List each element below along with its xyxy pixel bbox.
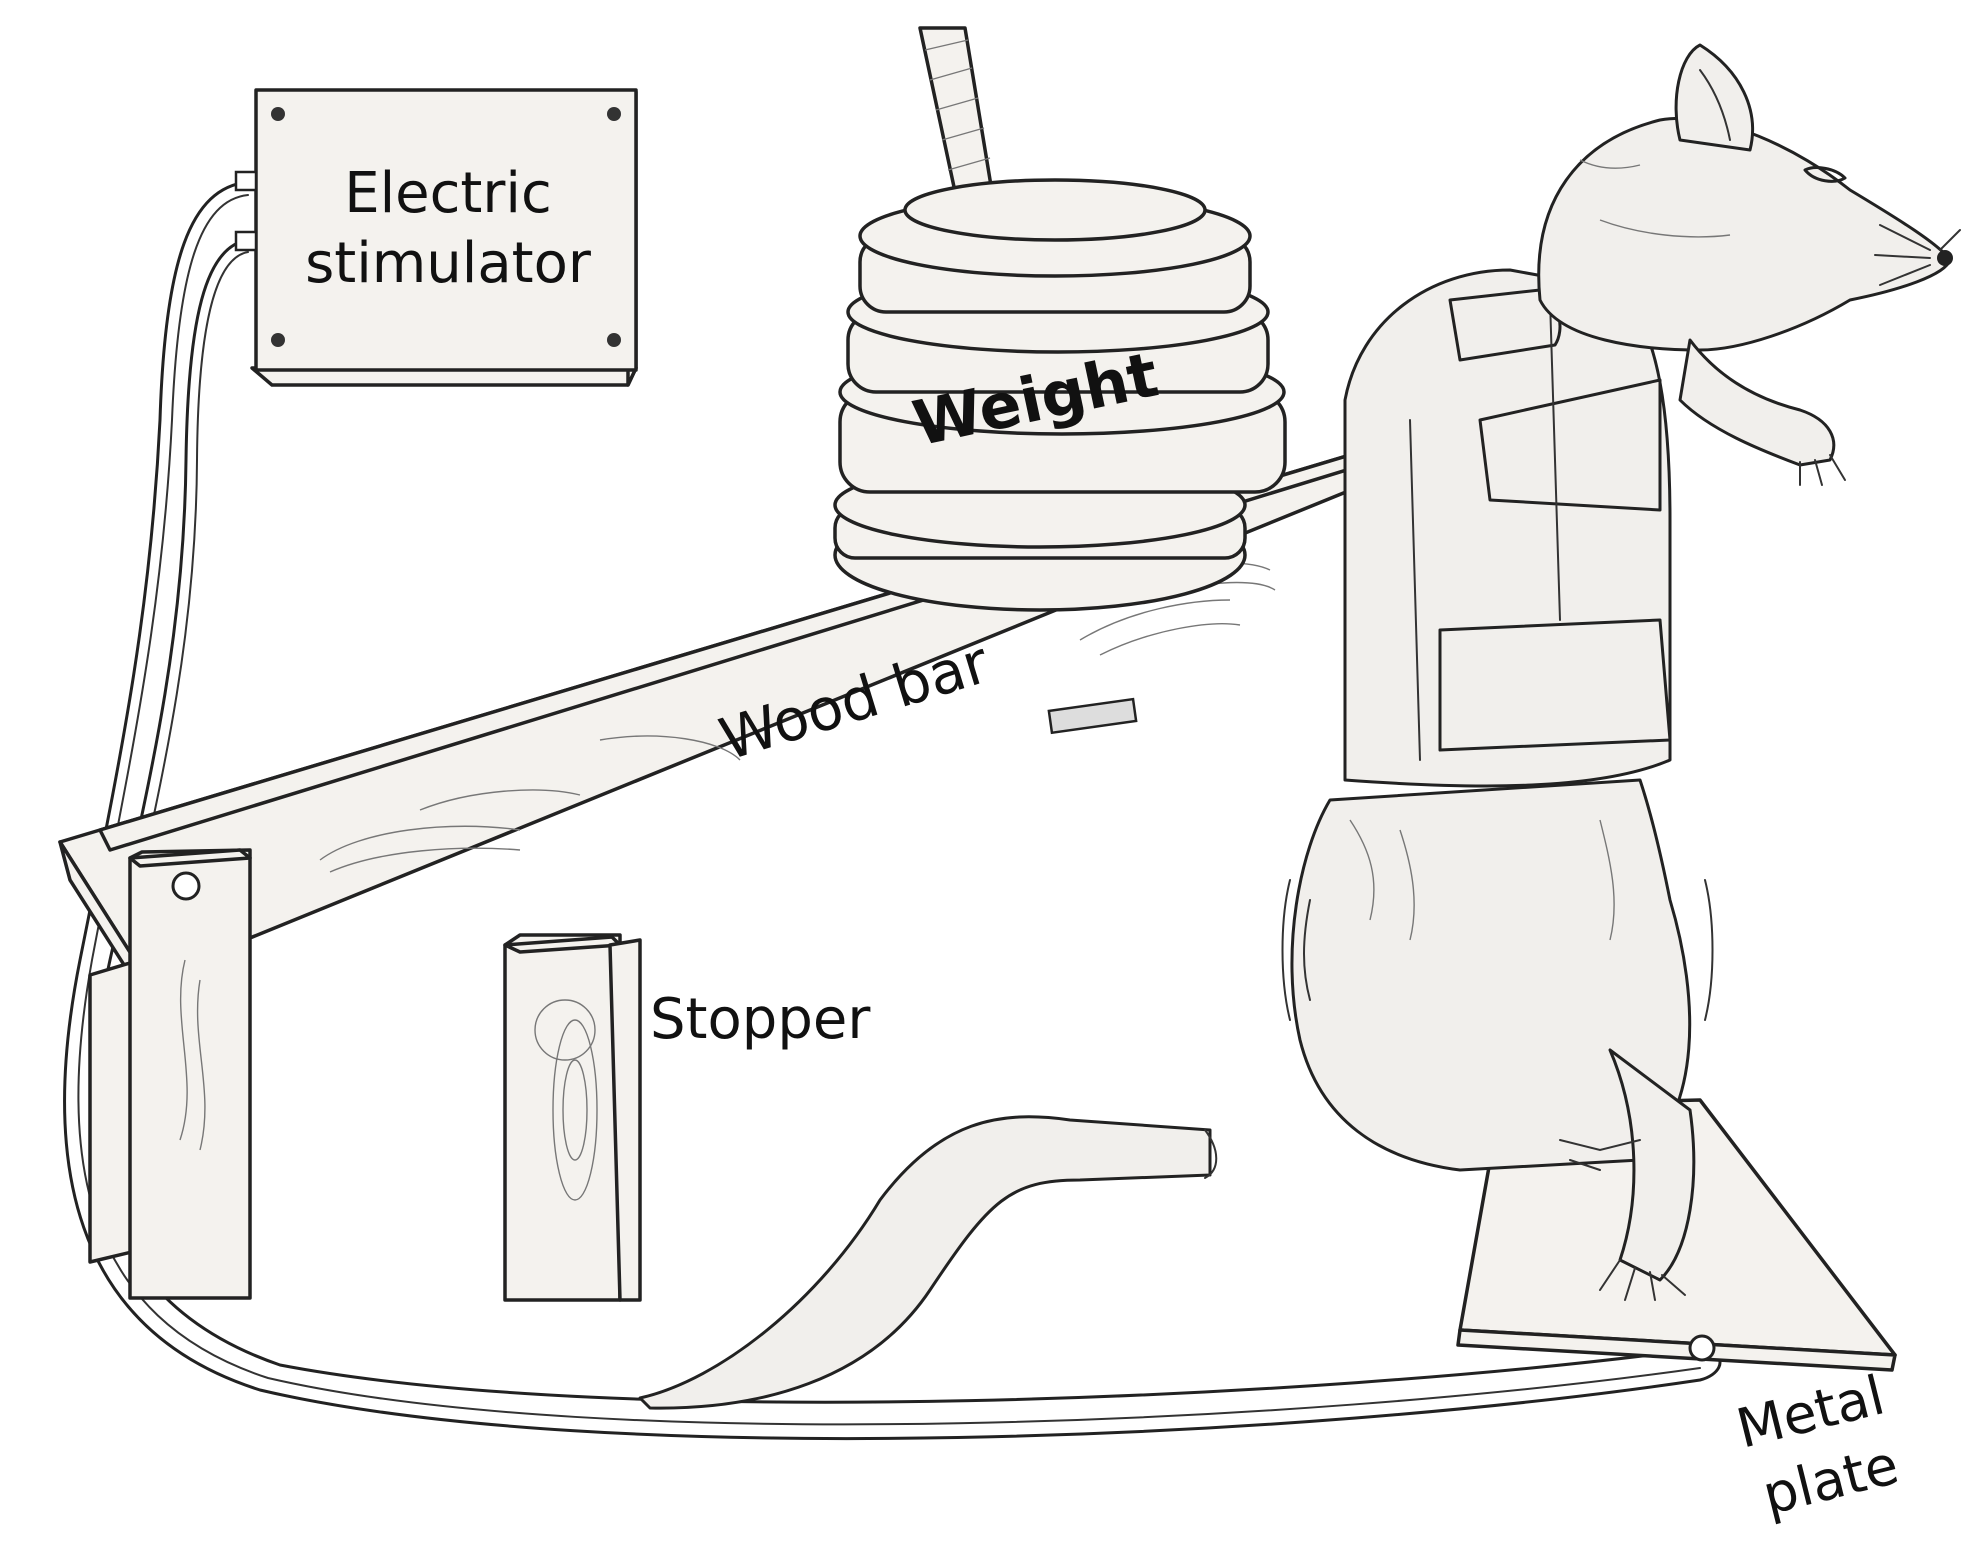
- stopper-block: Stopper: [503, 933, 871, 1302]
- fulcrum-post: [88, 848, 252, 1300]
- weight-stack: Weight: [833, 178, 1287, 612]
- stimulator-label-line2: stimulator: [305, 231, 592, 296]
- electric-stimulator-box: Electric stimulator: [234, 88, 638, 387]
- rat-illustration: [638, 43, 1961, 1410]
- stimulator-label-line1: Electric: [344, 161, 552, 226]
- stopper-label: Stopper: [650, 987, 871, 1052]
